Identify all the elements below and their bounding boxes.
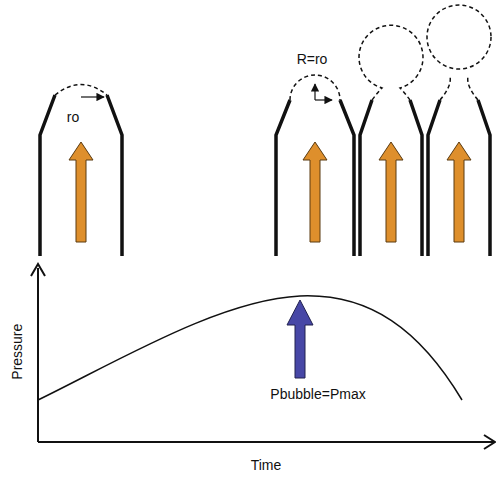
max-pressure-arrow: [287, 300, 313, 378]
radius-arrows: [81, 84, 332, 100]
radius-label: R=ro: [297, 52, 328, 67]
gas-flow-arrows: [69, 142, 471, 242]
chart-axes: [31, 264, 495, 449]
bubble-outlines: [55, 5, 491, 100]
pressure-equation: Pbubble=Pmax: [270, 387, 365, 402]
axis-label: Pressure: [10, 324, 25, 380]
capillary-walls: [40, 95, 490, 256]
radius-label: ro: [67, 110, 79, 125]
axis-label: Time: [251, 458, 282, 473]
pressure-curve: [38, 296, 462, 400]
